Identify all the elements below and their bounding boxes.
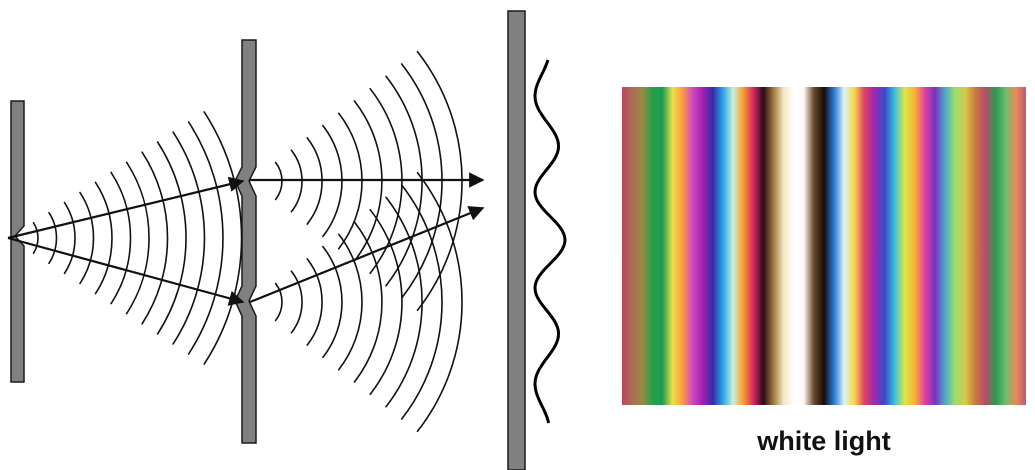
- double-slit-barrier: [234, 39, 257, 444]
- rays: [7, 172, 485, 306]
- wavefront-single-slit: [156, 141, 187, 335]
- wavefront-single-slit: [32, 222, 39, 254]
- wavefront-lower-slit: [274, 282, 283, 322]
- ray-to-upper-slit: [7, 176, 245, 240]
- white-light-fringe-pattern: [622, 87, 1026, 405]
- intensity-curve: [533, 59, 567, 424]
- wavefront-single-slit: [172, 131, 206, 345]
- wavefront-lower-slit: [306, 258, 323, 346]
- wavefront-lower-slit: [400, 184, 443, 420]
- wavefronts: [32, 50, 463, 433]
- wavefront-single-slit: [125, 161, 150, 315]
- ray-to-lower-slit: [7, 236, 245, 306]
- ray-lower-slit-to-screen: [249, 206, 485, 304]
- wavefront-lower-slit: [290, 270, 303, 334]
- wavefront-lower-slit: [322, 245, 343, 359]
- wavefront-single-slit: [79, 191, 95, 285]
- wavefront-single-slit: [187, 121, 224, 355]
- wavefront-single-slit: [141, 151, 169, 325]
- wavefront-lower-slit: [385, 196, 423, 408]
- white-light-caption: white light: [757, 426, 891, 456]
- wavefront-lower-slit: [353, 221, 383, 383]
- wavefront-single-slit: [48, 211, 58, 265]
- detection-screen: [507, 10, 526, 470]
- wavefront-single-slit: [203, 111, 243, 365]
- wavefront-single-slit: [110, 171, 132, 305]
- wavefront-single-slit: [63, 201, 76, 275]
- wavefront-single-slit: [94, 181, 113, 295]
- wavefront-lower-slit: [416, 171, 463, 433]
- wavefront-lower-slit: [369, 208, 403, 396]
- double-slit-barrier-plate: [234, 39, 257, 444]
- wavefront-lower-slit: [337, 233, 363, 371]
